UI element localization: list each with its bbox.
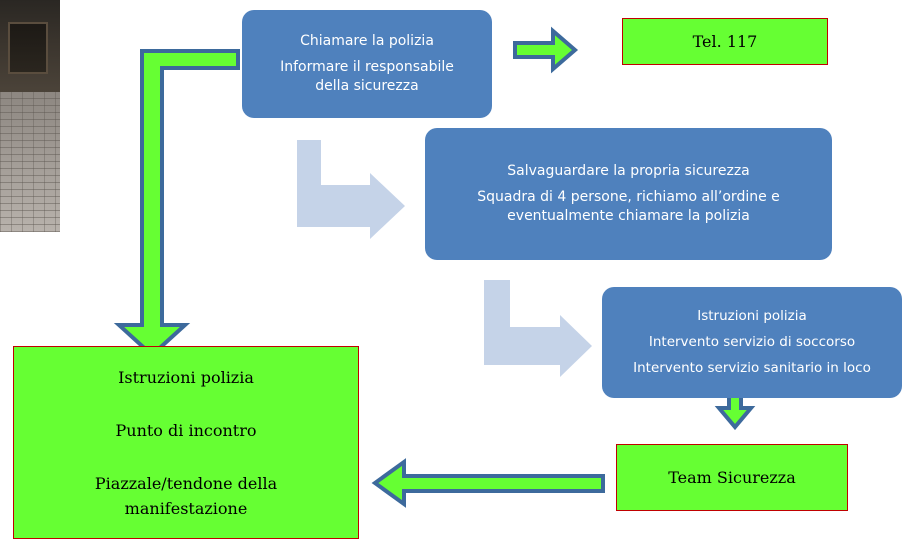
arrow-call-to-safety: [297, 140, 405, 239]
arrow-call-to-phone: [513, 26, 579, 74]
meeting-line-1: Istruzioni polizia: [118, 367, 254, 387]
venue-photo: [0, 0, 60, 232]
meeting-line-2: Punto di incontro: [115, 420, 257, 440]
photo-pavement: [0, 92, 60, 232]
box-instructions: Istruzioni polizia Intervento servizio d…: [602, 287, 902, 398]
instructions-line-3: Intervento servizio sanitario in loco: [633, 360, 871, 376]
instructions-line-2: Intervento servizio di soccorso: [648, 334, 856, 350]
instructions-line-1: Istruzioni polizia: [697, 308, 807, 324]
photo-building: [0, 0, 60, 92]
arrow-team-to-meeting: [371, 458, 605, 508]
meeting-line-3: Piazzale/tendone della manifestazione: [94, 473, 278, 518]
box-team: Team Sicurezza: [616, 444, 848, 511]
phone-label: Tel. 117: [692, 32, 758, 51]
box-safety: Salvaguardare la propria sicurezza Squad…: [425, 128, 832, 260]
call-police-line-1: Chiamare la polizia: [300, 33, 434, 49]
box-meeting: Istruzioni polizia Punto di incontro Pia…: [13, 346, 359, 539]
safety-line-2: Squadra di 4 persone, richiamo all’ordin…: [477, 189, 780, 224]
team-label: Team Sicurezza: [668, 468, 796, 487]
arrow-call-to-meeting: [113, 49, 240, 358]
call-police-line-2: Informare il responsabile della sicurezz…: [280, 59, 454, 94]
arrow-safety-to-instructions: [484, 280, 592, 377]
box-call-police: Chiamare la polizia Informare il respons…: [242, 10, 492, 118]
box-phone: Tel. 117: [622, 18, 828, 65]
safety-line-1: Salvaguardare la propria sicurezza: [507, 163, 750, 179]
